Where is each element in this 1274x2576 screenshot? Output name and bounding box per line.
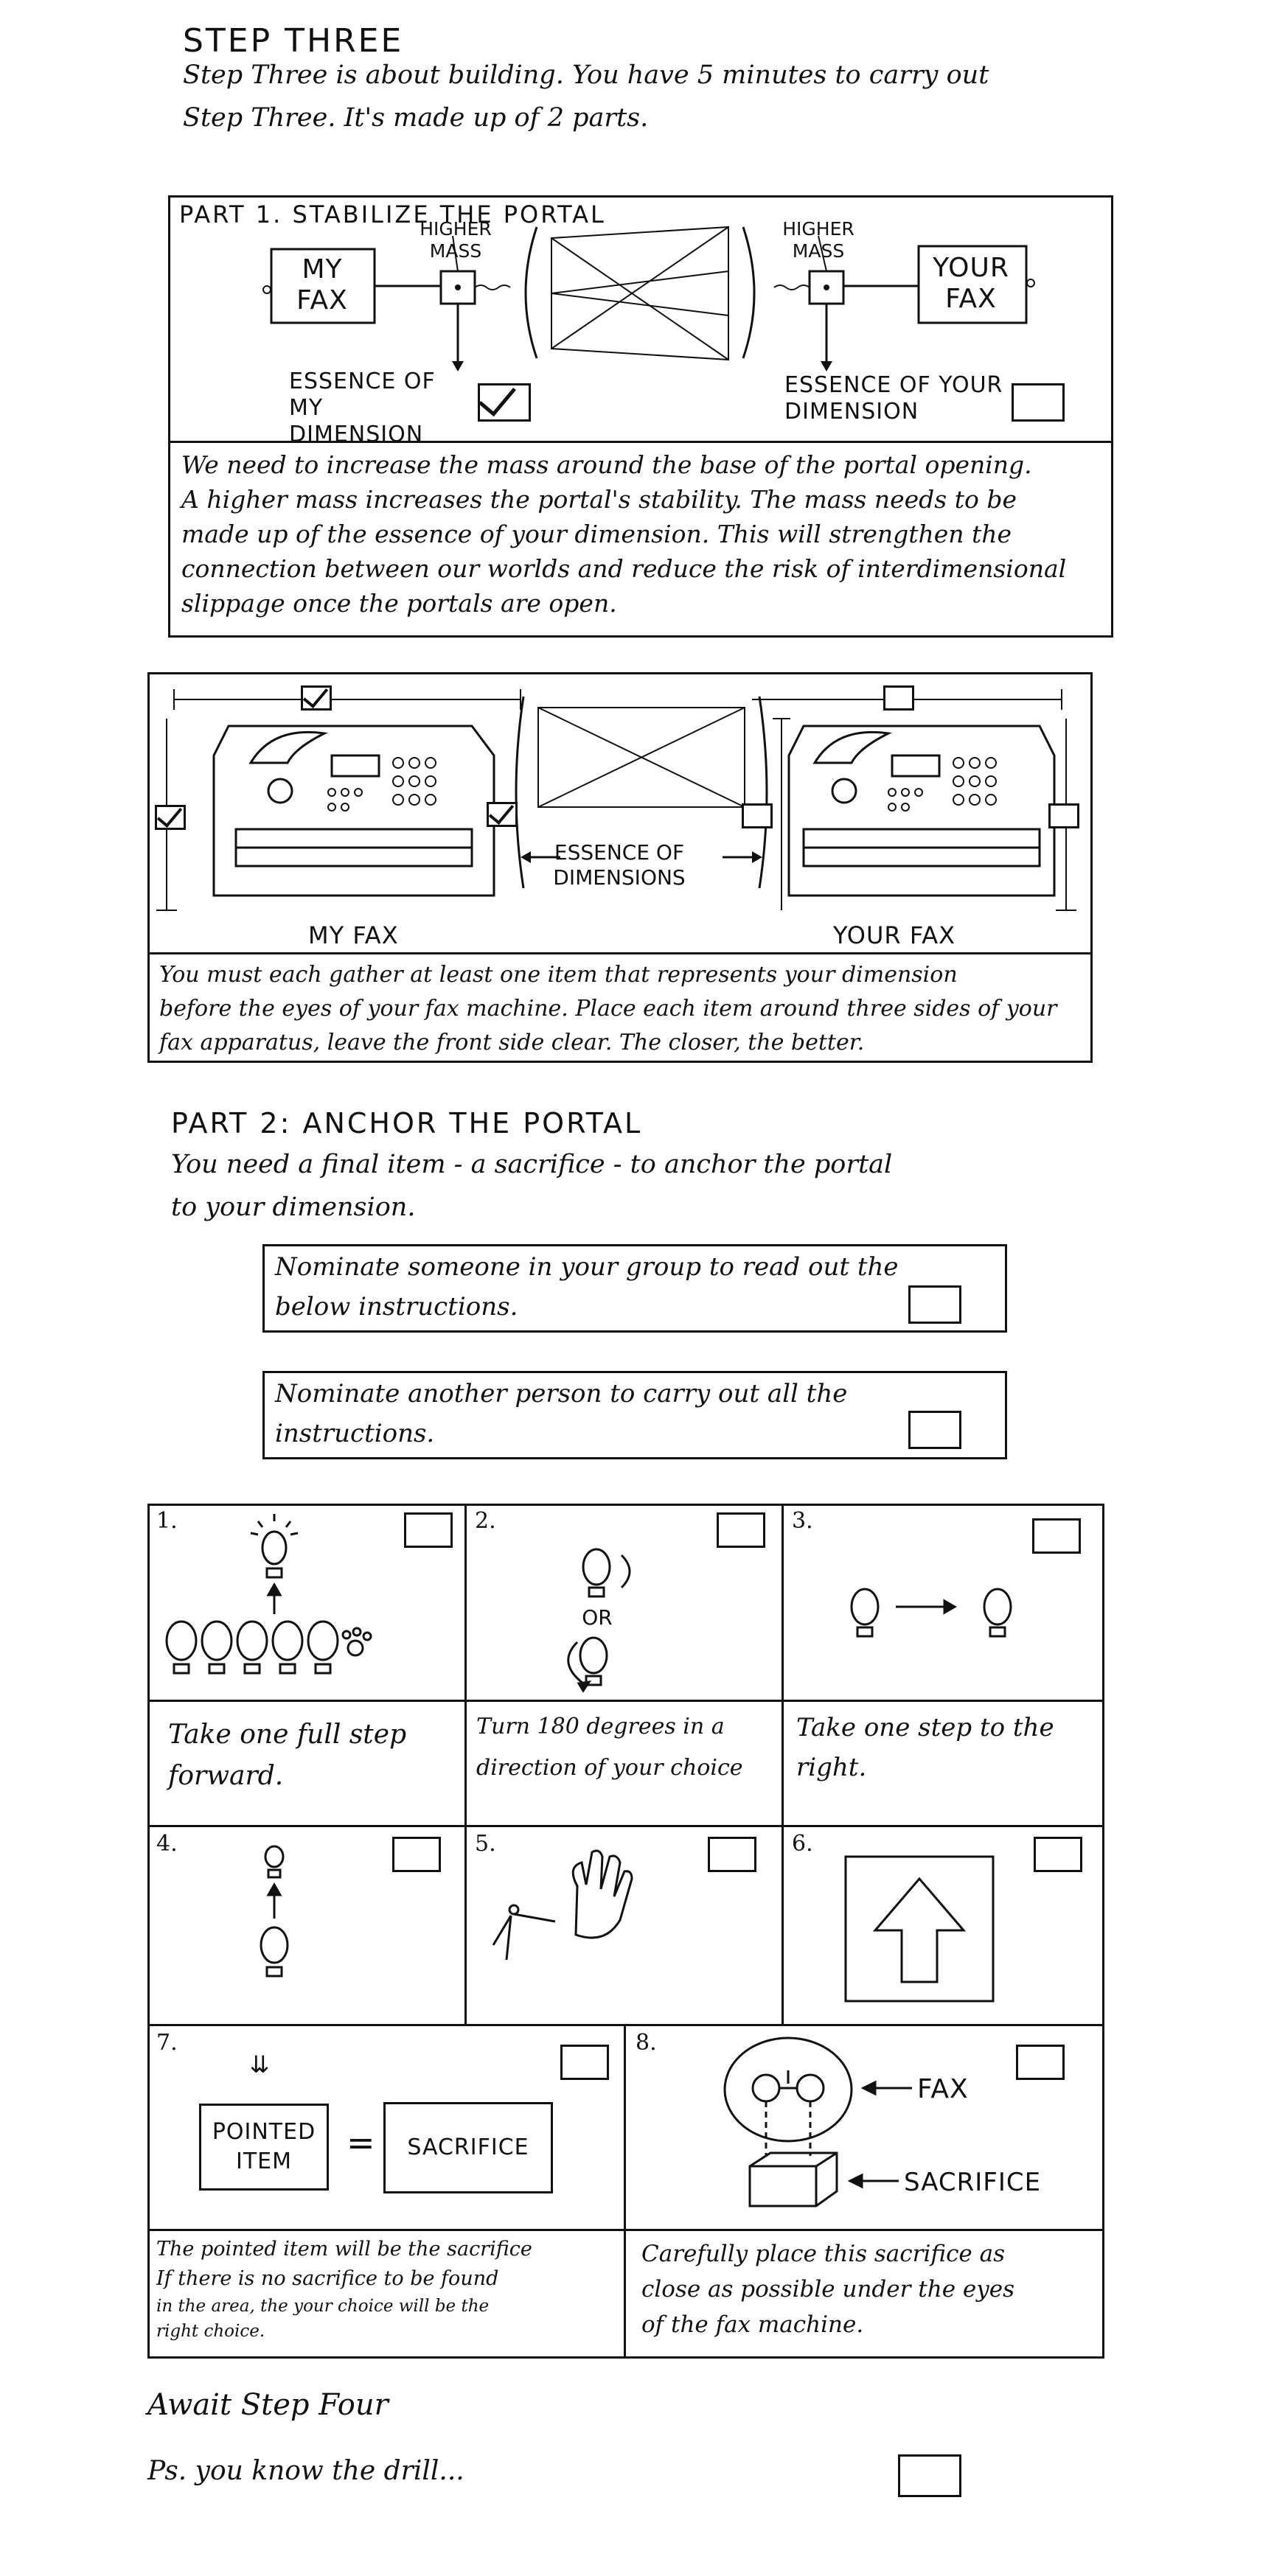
final-checkbox[interactable] bbox=[898, 2454, 961, 2497]
part1-explanation-line-2: A higher mass increases the portal's sta… bbox=[181, 481, 1017, 517]
nominate-reader-box: Nominate someone in your group to read o… bbox=[262, 1244, 1007, 1333]
fax-machines-diagram bbox=[147, 674, 1093, 952]
essence-yours-checkbox[interactable] bbox=[1012, 383, 1065, 422]
nominate-reader-line-2: below instructions. bbox=[275, 1292, 518, 1322]
fax-instructions-line-1: You must each gather at least one item t… bbox=[159, 957, 958, 993]
step-8-text-line-2: close as possible under the eyes bbox=[641, 2272, 1014, 2308]
fax-top-checkbox-mine[interactable] bbox=[301, 685, 332, 711]
fax-diagram-my-fax-label: MY FAX bbox=[308, 921, 399, 949]
your-fax-box-label: YOUR FAX bbox=[921, 248, 1021, 319]
await-step-four: Await Step Four bbox=[147, 2388, 389, 2422]
step-2-text-line-2: direction of your choice bbox=[476, 1750, 743, 1786]
ps-note: Ps. you know the drill... bbox=[147, 2456, 464, 2486]
essence-yours-label: ESSENCE OF YOUR DIMENSION bbox=[784, 372, 1006, 425]
grid-h1 bbox=[147, 1700, 1104, 1702]
fax-top-checkbox-yours[interactable] bbox=[883, 685, 914, 711]
intro-line-1: Step Three is about building. You have 5… bbox=[183, 60, 989, 90]
part2-intro-line-2: to your dimension. bbox=[171, 1193, 415, 1222]
step-8-text-line-1: Carefully place this sacrifice as bbox=[641, 2236, 1005, 2272]
step-8-fax-sacrifice-icon bbox=[626, 2026, 1104, 2229]
fax-left-checkbox-yours[interactable] bbox=[742, 803, 773, 828]
part2-intro-line-1: You need a final item - a sacrifice - to… bbox=[171, 1150, 892, 1179]
grid-h4 bbox=[147, 2229, 1104, 2231]
step-1-text-line-2: forward. bbox=[168, 1757, 283, 1795]
step-3-step-right-icon bbox=[784, 1504, 1104, 1700]
fax-instructions-line-2: before the eyes of your fax machine. Pla… bbox=[159, 991, 1057, 1027]
step-7-sacrifice-box: SACRIFICE bbox=[383, 2102, 553, 2193]
step-3-text-line-2: right. bbox=[796, 1750, 866, 1786]
step-3-text-line-1: Take one step to the bbox=[796, 1710, 1054, 1746]
fax-diagram-your-fax-label: YOUR FAX bbox=[833, 921, 956, 949]
my-fax-box-label: MY FAX bbox=[274, 251, 371, 319]
part1-explanation-line-3: made up of the essence of your dimension… bbox=[181, 516, 1012, 552]
nominate-doer-line-1: Nominate another person to carry out all… bbox=[275, 1379, 847, 1409]
step-4-step-forward-icon bbox=[147, 1827, 464, 2024]
step-7-equals-sign: = bbox=[347, 2129, 376, 2157]
fax-right-checkbox-yours[interactable] bbox=[1048, 803, 1079, 828]
essence-mine-label: ESSENCE OF MY DIMENSION bbox=[289, 369, 459, 448]
step-7-text-line-3: in the area, the your choice will be the bbox=[156, 2294, 489, 2319]
nominate-reader-checkbox[interactable] bbox=[908, 1285, 961, 1324]
part1-explanation-line-4: connection between our worlds and reduce… bbox=[181, 551, 1066, 587]
nominate-doer-line-2: instructions. bbox=[275, 1419, 434, 1448]
fax-diagram-divider bbox=[147, 952, 1093, 954]
step-1-footprints-icon bbox=[147, 1504, 464, 1700]
nominate-doer-box: Nominate another person to carry out all… bbox=[262, 1371, 1007, 1459]
step-6-up-arrow-icon bbox=[784, 1827, 1104, 2024]
step-8-fax-label: FAX bbox=[917, 2076, 969, 2104]
fax-instructions-line-3: fax apparatus, leave the front side clea… bbox=[159, 1025, 864, 1061]
step-7-text-line-4: right choice. bbox=[156, 2319, 265, 2344]
step-8-sacrifice-label: SACRIFICE bbox=[904, 2168, 1041, 2196]
step-2-turn-icon bbox=[467, 1504, 782, 1700]
fax-left-checkbox-mine[interactable] bbox=[155, 805, 186, 830]
step-7-number: 7. bbox=[156, 2030, 178, 2056]
nominate-doer-checkbox[interactable] bbox=[908, 1411, 961, 1449]
fax-right-checkbox-mine[interactable] bbox=[487, 802, 518, 827]
part1-explanation-line-5: slippage once the portals are open. bbox=[181, 585, 617, 621]
step-7-text-line-1: The pointed item will be the sacrifice bbox=[156, 2235, 532, 2264]
step-7-text-line-2: If there is no sacrifice to be found bbox=[156, 2264, 498, 2294]
step-7-checkbox[interactable] bbox=[560, 2045, 609, 2080]
step-5-hand-wave-icon bbox=[467, 1827, 782, 2024]
essence-mine-checkbox[interactable] bbox=[478, 383, 531, 422]
higher-mass-label-right: HIGHER MASS bbox=[767, 218, 870, 262]
nominate-reader-line-1: Nominate someone in your group to read o… bbox=[275, 1252, 899, 1282]
higher-mass-label-left: HIGHER MASS bbox=[404, 218, 507, 262]
step-2-or-label: OR bbox=[575, 1607, 619, 1629]
step-1-text-line-1: Take one full step bbox=[168, 1716, 406, 1754]
part2-title: PART 2: ANCHOR THE PORTAL bbox=[171, 1107, 642, 1139]
step-7-pointed-item-box: POINTED ITEM bbox=[199, 2104, 329, 2191]
page-title: STEP THREE bbox=[183, 22, 403, 60]
step-8-text-line-3: of the fax machine. bbox=[641, 2307, 863, 2343]
essence-of-dimensions-label: ESSENCE OF DIMENSIONS bbox=[553, 840, 686, 890]
intro-line-2: Step Three. It's made up of 2 parts. bbox=[183, 103, 648, 133]
step-2-text-line-1: Turn 180 degrees in a bbox=[476, 1708, 725, 1745]
step-7-pointer-icon: ⇊ bbox=[245, 2053, 274, 2076]
part1-explanation-line-1: We need to increase the mass around the … bbox=[181, 447, 1032, 483]
